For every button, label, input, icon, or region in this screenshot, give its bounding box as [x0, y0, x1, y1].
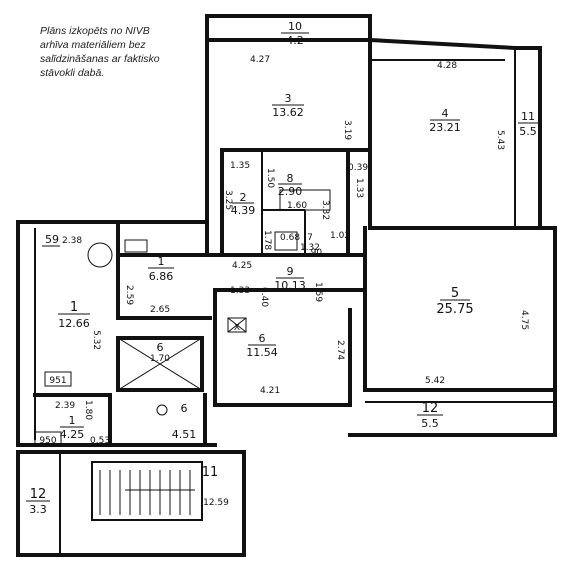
room-number: 4 — [442, 107, 449, 120]
room-area: 4.2 — [286, 34, 304, 47]
room-area: 4.25 — [60, 428, 85, 441]
walls — [16, 14, 557, 557]
marker-950: 950 — [39, 436, 56, 446]
room-number: 12 — [422, 401, 439, 416]
dimension-label: 2.39 — [55, 401, 75, 411]
room-number: 5 — [451, 286, 459, 301]
room-number: 11 — [521, 110, 535, 123]
dimension-label: 3.32 — [320, 200, 330, 220]
room-number: 1 — [158, 255, 165, 268]
dimension-label: 2.74 — [335, 340, 345, 360]
room-number: 7 — [307, 233, 313, 243]
dimension-label: 5.32 — [91, 330, 101, 350]
dimension-label: 0.53 — [90, 436, 110, 446]
room-area: 5.5 — [421, 417, 439, 430]
room-area: 12.66 — [58, 317, 90, 330]
archive-note: Plāns izkopēts no NIVB arhīva materiālie… — [40, 24, 190, 80]
dimension-label: 1.33 — [354, 178, 364, 198]
room-area: 1.32 — [300, 243, 320, 253]
room-area: 12.59 — [203, 498, 229, 508]
marker-59: 59 — [45, 233, 59, 246]
room-number: 9 — [287, 265, 294, 278]
marker-951: 951 — [49, 376, 66, 386]
dimension-label: 0.40 — [259, 287, 269, 307]
dimension-labels: 4.27 4.28 3.19 5.43 1.35 0.39 1.50 1.33 … — [55, 55, 529, 446]
dimension-label: 5.42 — [425, 376, 445, 386]
room-area: 23.21 — [429, 121, 461, 134]
dimension-label: 2.65 — [150, 305, 170, 315]
room-area: 6.86 — [149, 270, 174, 283]
room-area: 13.62 — [272, 106, 304, 119]
dimension-label: 2.59 — [124, 285, 134, 305]
dimension-label: 4.28 — [437, 61, 457, 71]
room-area: 3.3 — [29, 503, 47, 516]
dimension-label: 2.38 — [62, 236, 82, 246]
room-area: 5.5 — [519, 125, 537, 138]
dimension-label: 1.59 — [313, 282, 323, 302]
note-line: Plāns izkopēts no NIVB — [40, 25, 150, 37]
note-line: stāvokli dabā. — [40, 67, 105, 79]
room-number: 6 — [259, 332, 266, 345]
room-number: 1 — [70, 300, 78, 315]
dimension-label: 4.75 — [519, 310, 529, 330]
markers: 59 951 950 X — [34, 233, 240, 447]
marker-x: X — [234, 323, 240, 333]
dimension-label: 4.27 — [250, 55, 270, 65]
room-area: 25.75 — [436, 302, 473, 317]
room-number: 6 — [157, 341, 164, 354]
note-line: salīdzināšanas ar faktisko — [40, 53, 160, 65]
dimension-label: 5.43 — [495, 130, 505, 150]
room-area: 1.70 — [150, 354, 170, 364]
room-number: 10 — [288, 20, 302, 33]
room-area: 11.54 — [246, 346, 278, 359]
room-area: 4.51 — [172, 428, 197, 441]
dimension-label: 1.60 — [287, 201, 307, 211]
room-number: 3 — [285, 92, 292, 105]
dimension-label: 1.50 — [265, 168, 275, 188]
dimension-label: 1.80 — [83, 400, 93, 420]
room-area: 2.90 — [278, 185, 303, 198]
dimension-label: 1.35 — [230, 161, 250, 171]
dimension-label: 0.39 — [348, 163, 368, 173]
room-area: 10.13 — [274, 279, 306, 292]
room-number: 1 — [69, 414, 76, 427]
dimension-label: 1.78 — [262, 230, 272, 250]
dimension-label: 1.02 — [330, 231, 350, 241]
dimension-label: 4.21 — [260, 386, 280, 396]
room-number: 12 — [30, 487, 47, 502]
dimension-label: 1.90 — [302, 248, 322, 258]
room-number: 2 — [240, 191, 247, 204]
dimension-label: 3.19 — [342, 120, 352, 140]
room-number: 8 — [287, 172, 294, 185]
room-labels: 10 4.2 3 13.62 4 23.21 11 5.5 2 4.39 8 2… — [26, 20, 538, 516]
dimension-label: 4.25 — [232, 261, 252, 271]
dimension-label: 3.25 — [223, 190, 233, 210]
room-number: 11 — [202, 465, 219, 480]
room-number: 6 — [181, 402, 188, 415]
dimension-label: 0.68 — [280, 233, 300, 243]
room-area: 4.39 — [231, 204, 256, 217]
note-line: arhīva materiāliem bez — [40, 39, 146, 51]
dimension-label: 1.33 — [230, 286, 250, 296]
